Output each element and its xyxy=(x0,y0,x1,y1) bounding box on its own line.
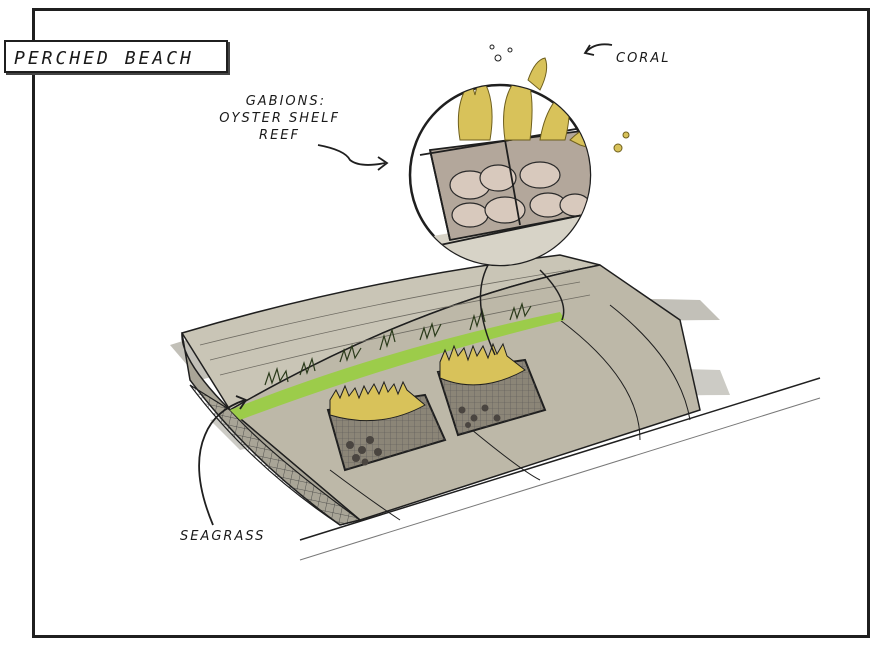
gabion-mesh-edge xyxy=(189,384,362,526)
drawing-frame xyxy=(32,8,870,638)
coral-label: CORAL xyxy=(616,51,671,66)
diagram-title: PERCHED BEACH xyxy=(14,48,194,69)
gabions-label: GABIONS: OYSTER SHELF REEF xyxy=(200,93,340,144)
seagrass-arrow xyxy=(198,399,246,526)
seagrass-label: SEAGRASS xyxy=(180,529,266,544)
zoom-connector xyxy=(479,264,496,356)
gabion-basket-left xyxy=(326,380,447,472)
zoom-circle-detail xyxy=(408,44,630,267)
gabions-label-line3: REEF xyxy=(259,128,300,143)
seagrass-strip xyxy=(230,301,565,420)
title-box: PERCHED BEACH xyxy=(4,40,228,73)
gabions-label-line2: OYSTER SHELF xyxy=(219,111,340,126)
gabions-label-line1: GABIONS: xyxy=(245,94,326,109)
gabion-arrow xyxy=(317,144,386,166)
gabion-basket-right xyxy=(436,342,547,437)
